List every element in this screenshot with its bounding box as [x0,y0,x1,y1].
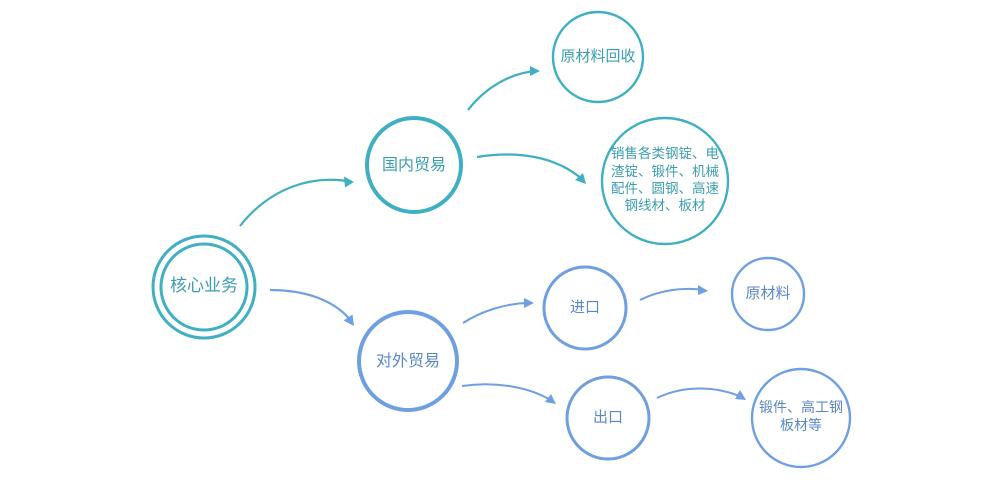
arrowhead-core-to-foreign [343,314,354,326]
edge-domestic-to-sales [476,153,584,181]
arrowhead-import-to-raw-material [698,285,708,295]
edge-core-to-domestic [239,178,353,227]
edge-foreign-to-import [462,302,531,324]
arrowhead-foreign-to-export [545,394,556,404]
node-core-inner-ring [159,242,249,332]
node-domestic-sales-circle [600,116,730,246]
edge-export-to-goods [656,387,743,399]
edge-domestic-to-raw-recycle [467,69,537,111]
node-domestic-circle [365,116,463,214]
node-export-circle [565,375,651,461]
arrowhead-domestic-to-sales [575,173,586,184]
arrowhead-domestic-to-raw-recycle [530,66,540,76]
node-raw-recycle-circle [551,10,645,104]
edge-import-to-raw-material [639,287,705,301]
node-export-goods-circle [750,367,852,469]
edge-core-to-foreign [269,288,353,323]
arrowhead-export-to-goods [735,390,746,400]
node-foreign-circle [357,310,459,412]
edge-foreign-to-export [461,383,553,402]
node-import-circle [542,265,628,351]
arrowhead-foreign-to-import [524,298,534,308]
node-raw-material-circle [730,256,806,332]
arrowhead-core-to-domestic [344,176,354,188]
